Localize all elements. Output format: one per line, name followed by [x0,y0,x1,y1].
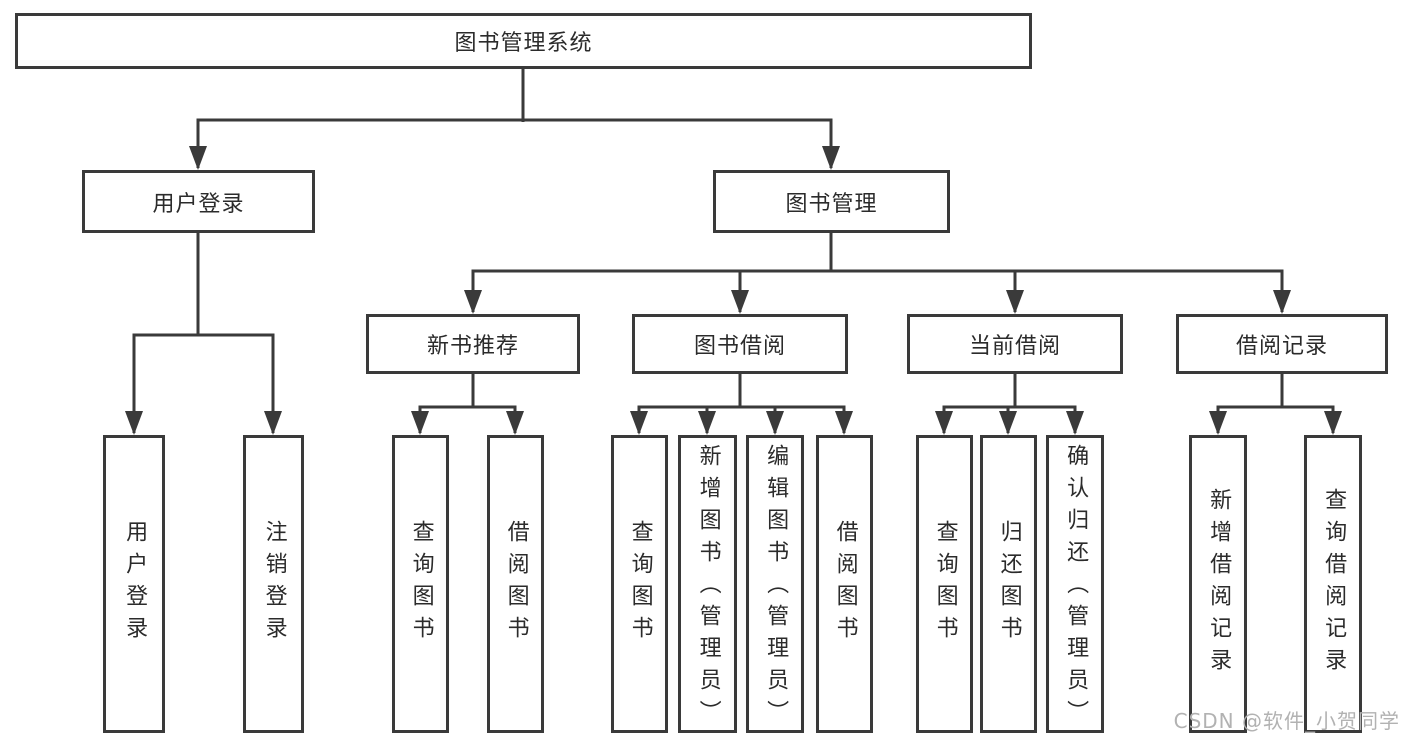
node-book-management-label: 图书管理 [785,191,878,217]
leaf-borrow-books-recommend: 借阅图书 [487,435,544,733]
leaf-query-borrow-record: 查询借阅记录 [1304,435,1362,733]
node-current-borrowing-label: 当前借阅 [968,334,1061,359]
leaf-return-books-label: 归还图书 [996,520,1022,648]
leaf-query-books-recommend-label: 查询图书 [408,520,434,648]
leaf-add-borrow-record-label: 新增借阅记录 [1206,488,1232,680]
node-root-label: 图书管理系统 [454,31,593,56]
node-new-book-recommendation: 新书推荐 [366,314,580,374]
leaf-borrow-books-borrowing-label: 借阅图书 [832,520,858,648]
leaf-edit-books-admin-label: 编辑图书（管理员） [763,443,789,732]
node-user-login: 用户登录 [82,170,315,233]
leaf-query-borrow-record-label: 查询借阅记录 [1321,488,1347,680]
leaf-logout-label: 注销登录 [261,520,287,648]
leaf-return-books: 归还图书 [980,435,1037,733]
leaf-query-books-current-label: 查询图书 [932,520,958,648]
node-book-management: 图书管理 [713,170,950,233]
leaf-add-books-admin-label: 新增图书（管理员） [695,443,721,732]
leaf-query-books-borrowing-label: 查询图书 [627,520,653,648]
leaf-borrow-books-borrowing: 借阅图书 [816,435,873,733]
leaf-borrow-books-recommend-label: 借阅图书 [503,520,529,648]
node-book-borrowing-label: 图书借阅 [693,334,786,359]
leaf-confirm-return-admin: 确认归还（管理员） [1046,435,1104,733]
leaf-user-login-label: 用户登录 [122,520,148,648]
node-user-login-label: 用户登录 [152,191,245,217]
leaf-query-books-current: 查询图书 [916,435,973,733]
leaf-logout: 注销登录 [243,435,304,733]
node-current-borrowing: 当前借阅 [907,314,1123,374]
leaf-query-books-recommend: 查询图书 [392,435,449,733]
leaf-confirm-return-admin-label: 确认归还（管理员） [1063,443,1089,732]
leaf-query-books-borrowing: 查询图书 [611,435,668,733]
node-new-book-recommendation-label: 新书推荐 [426,334,519,359]
watermark: CSDN @软件_小贺同学 [1173,709,1400,733]
leaf-edit-books-admin: 编辑图书（管理员） [746,435,804,733]
node-book-borrowing: 图书借阅 [632,314,848,374]
leaf-add-borrow-record: 新增借阅记录 [1189,435,1247,733]
node-borrowing-records: 借阅记录 [1176,314,1388,374]
node-root: 图书管理系统 [15,13,1032,69]
node-borrowing-records-label: 借阅记录 [1235,334,1328,359]
leaf-add-books-admin: 新增图书（管理员） [678,435,737,733]
leaf-user-login: 用户登录 [103,435,165,733]
